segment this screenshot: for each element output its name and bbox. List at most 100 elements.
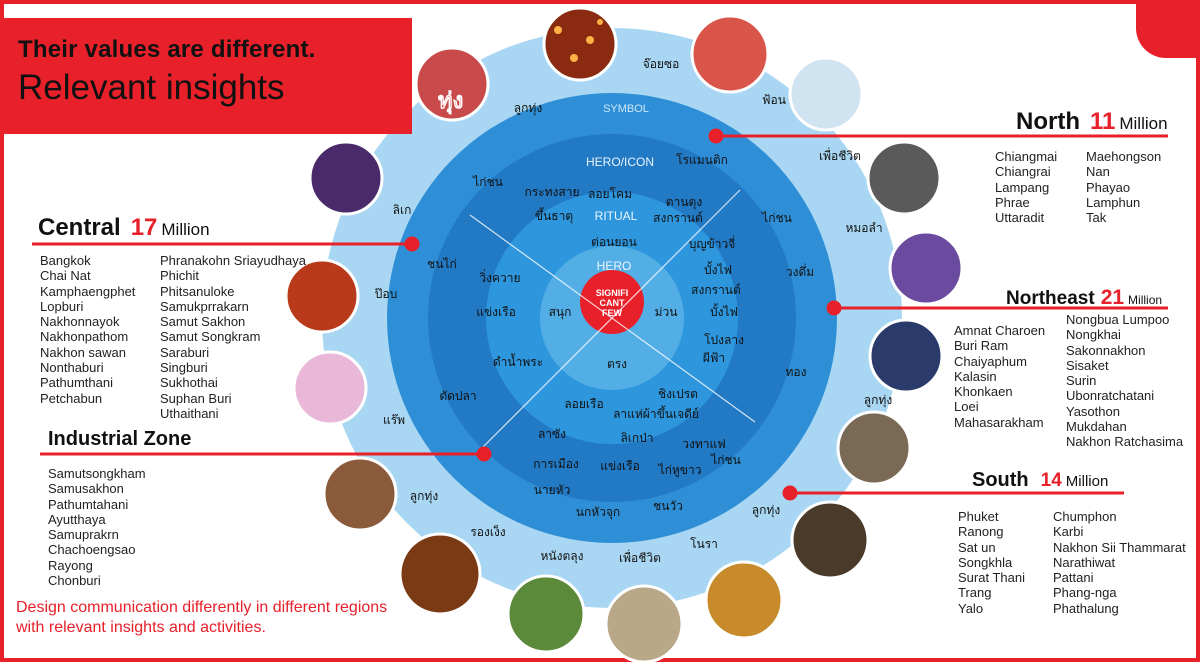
photo-bird bbox=[604, 584, 684, 662]
ritual-word: ไก่ชน bbox=[710, 453, 741, 467]
outer-label: ลูกทุ่ง bbox=[410, 489, 438, 504]
title-banner: Their values are different. Relevant ins… bbox=[0, 18, 412, 134]
ritual-word: แข่งเรือ bbox=[476, 305, 516, 319]
outer-label: ลูกทุ่ง bbox=[752, 503, 780, 518]
province: Samut Sakhon bbox=[160, 314, 246, 330]
province: Samusakhon bbox=[48, 481, 124, 497]
province: Nonthaburi bbox=[40, 360, 104, 376]
ritual-word: ขึ้นธาตุ bbox=[535, 207, 573, 224]
photo-badge-text: ทุ่ง bbox=[438, 89, 463, 115]
central-provinces-col1: Bangkok Chai Nat Kamphaengphet Lopburi N… bbox=[40, 253, 135, 406]
province: Chonburi bbox=[48, 573, 101, 589]
region-north-number: 11 bbox=[1089, 108, 1116, 135]
ritual-word: การเมือง bbox=[533, 457, 579, 471]
brand-logo bbox=[1136, 4, 1196, 58]
ritual-word: ดำน้ำพระ bbox=[493, 353, 543, 369]
province: Ubonratchatani bbox=[1066, 388, 1155, 404]
region-central-unit: Million bbox=[161, 220, 210, 239]
northeast-provinces-col2: Nongbua Lumpoo Nongkhai Sakonnakhon Sisa… bbox=[1066, 312, 1183, 450]
region-industrial-header: Industrial Zone bbox=[48, 428, 191, 451]
ritual-word: บุญข้าวจี่ bbox=[689, 235, 736, 252]
inner-word: ต่อนยอน bbox=[591, 235, 637, 249]
symbol-word: โรแมนติก bbox=[676, 153, 728, 167]
center-label-3: FEW bbox=[602, 308, 623, 318]
province: Chaiyaphum bbox=[954, 353, 1027, 369]
photo-nora bbox=[704, 560, 784, 640]
ritual-word: บั้งไฟ bbox=[704, 261, 732, 277]
ritual-word: ลาซัง bbox=[538, 427, 566, 441]
province: Nongkhai bbox=[1066, 327, 1121, 343]
province: Nakhonpathom bbox=[40, 329, 129, 345]
ring-label-symbol: SYMBOL bbox=[603, 103, 649, 115]
outer-label: เพื่อชีวิต bbox=[819, 147, 861, 163]
province: Samutsongkham bbox=[48, 466, 146, 481]
outer-label: รองเง็ง bbox=[470, 524, 505, 539]
title-line-2: Relevant insights bbox=[18, 68, 285, 107]
ritual-word: แข่งเรือ bbox=[600, 459, 640, 473]
outer-label: แร๊พ bbox=[383, 413, 405, 427]
province: Pattani bbox=[1053, 570, 1094, 586]
outer-label: โนรา bbox=[690, 537, 718, 551]
symbol-word: ทอง bbox=[786, 365, 807, 379]
province: Saraburi bbox=[160, 344, 210, 360]
ritual-word: ชิงเปรต bbox=[658, 387, 698, 401]
region-central-name: Central bbox=[38, 214, 121, 241]
province: Samuprakrn bbox=[48, 527, 119, 543]
region-north-unit: Million bbox=[1119, 114, 1168, 133]
north-provinces-col2: Maehongson Nan Phayao Lamphun Tak bbox=[1086, 149, 1161, 225]
north-provinces-col1: Chiangmai Chiangrai Lampang Phrae Uttara… bbox=[995, 149, 1057, 225]
region-northeast-unit: Million bbox=[1128, 293, 1163, 307]
ritual-word: วิ่งควาย bbox=[479, 269, 520, 285]
inner-word: ตรง bbox=[607, 357, 627, 371]
photo-bulls bbox=[790, 500, 870, 580]
province: Petchabun bbox=[40, 390, 103, 406]
region-north-name: North bbox=[1016, 108, 1080, 135]
ritual-word: กระทงสาย bbox=[524, 185, 579, 199]
ritual-word: ตานตุง bbox=[666, 195, 702, 210]
inner-word: ม่วน bbox=[655, 305, 678, 319]
outer-label: ลูกทุ่ง bbox=[514, 101, 542, 116]
province: Mukdahan bbox=[1066, 419, 1127, 435]
region-northeast-number: 21 bbox=[1100, 286, 1125, 309]
province: Yasothon bbox=[1066, 403, 1120, 419]
province: Samut Songkram bbox=[160, 329, 261, 345]
province: Lampang bbox=[995, 179, 1050, 195]
province: Maehongson bbox=[1086, 149, 1162, 164]
outer-label: ฟ้อน bbox=[762, 93, 786, 107]
ring-label-hero: HERO bbox=[597, 259, 632, 273]
photo-chicken bbox=[322, 456, 398, 532]
outer-label: ลูกทุ่ง bbox=[864, 393, 892, 408]
ritual-word: ลาแห่ผ้าขึ้นเจดีย์ bbox=[613, 405, 699, 421]
region-industrial-name: Industrial Zone bbox=[48, 428, 192, 450]
photo-mor-lam bbox=[888, 230, 964, 306]
symbol-word: วงดึ่ม bbox=[786, 263, 814, 279]
photo-rooster bbox=[506, 574, 586, 654]
photo-singer bbox=[292, 350, 368, 426]
province: Pathumthani bbox=[40, 375, 113, 391]
province: Lamphun bbox=[1086, 194, 1141, 210]
province: Mahasarakham bbox=[954, 414, 1044, 430]
province: Rayong bbox=[48, 557, 93, 573]
ritual-word: ผีฟ้า bbox=[703, 351, 725, 365]
province: Pathumtahani bbox=[48, 496, 129, 512]
province: Phuket bbox=[958, 509, 999, 524]
photo-boat-race bbox=[284, 258, 360, 334]
province: Uthaithani bbox=[160, 405, 219, 421]
region-south-name: South bbox=[972, 469, 1029, 491]
center-label-1: SIGNIFI bbox=[596, 288, 629, 298]
ring-label-ritual: RITUAL bbox=[595, 209, 638, 223]
outer-label: ป๊อบ bbox=[375, 287, 397, 301]
ritual-word: ชนวัว bbox=[653, 499, 683, 513]
south-provinces-col1: Phuket Ranong Sat un Songkhla Surat Than… bbox=[958, 509, 1025, 616]
industrial-provinces: Samutsongkham Samusakhon Pathumtahani Ay… bbox=[48, 466, 146, 588]
province: Surat Thani bbox=[958, 570, 1025, 586]
province: Nakhon Sii Thammarat bbox=[1053, 539, 1186, 555]
ritual-word: สงกรานต์ bbox=[691, 283, 741, 297]
province: Nakhonnayok bbox=[40, 314, 120, 330]
province: Lopburi bbox=[40, 298, 84, 314]
province: Karbi bbox=[1053, 524, 1084, 540]
outer-label: หมอลำ bbox=[845, 221, 882, 235]
